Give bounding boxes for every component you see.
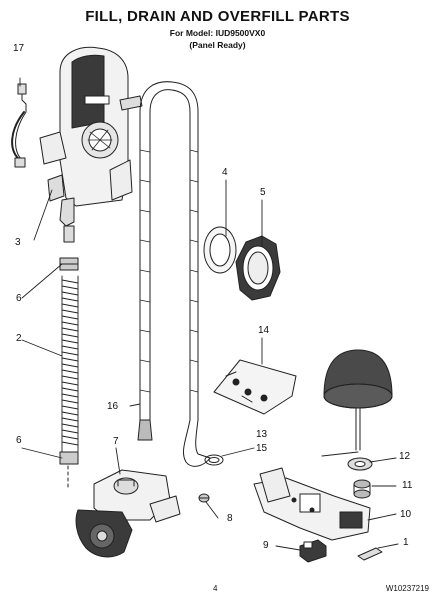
- fill-housing-part-3: [39, 46, 143, 243]
- wire-harness-part-17: [11, 83, 27, 168]
- callout-1: 1: [403, 537, 409, 548]
- screw-part-8: [198, 493, 210, 503]
- hose-clamp-part-15: [204, 454, 224, 466]
- callout-2: 2: [16, 333, 22, 344]
- callout-12: 12: [399, 451, 411, 462]
- valve-part-7: [75, 469, 181, 558]
- leader-lines: [19, 77, 399, 551]
- callout-10: 10: [400, 509, 412, 520]
- clip-part-1: [357, 547, 383, 561]
- gasket-part-4: [203, 226, 237, 274]
- bushing-part-11: [353, 479, 371, 499]
- callout-3: 3: [15, 237, 21, 248]
- callout-17: 17: [13, 43, 25, 54]
- callout-4: 4: [222, 167, 228, 178]
- callout-16: 16: [107, 401, 119, 412]
- long-hose-part-16: [137, 81, 211, 467]
- callout-9: 9: [263, 540, 269, 551]
- cap-part-5: [235, 235, 281, 301]
- page-title: FILL, DRAIN AND OVERFILL PARTS: [85, 8, 350, 25]
- lower-hose-part-2: [59, 257, 79, 491]
- switch-part-9: [299, 539, 327, 563]
- callout-15: 15: [256, 443, 268, 454]
- callout-6-lower: 6: [16, 435, 22, 446]
- callout-8: 8: [227, 513, 233, 524]
- callout-13: 13: [256, 429, 268, 440]
- model-line: For Model: IUD9500VX0: [169, 28, 266, 38]
- page-number: 4: [213, 584, 218, 593]
- callout-6-upper: 6: [16, 293, 22, 304]
- callout-14: 14: [258, 325, 270, 336]
- panel-line: (Panel Ready): [189, 40, 246, 50]
- hardware-bag-part-14: [213, 359, 297, 415]
- callout-7: 7: [113, 436, 119, 447]
- switch-bracket-part-10: [253, 467, 371, 541]
- nut-part-12: [347, 457, 373, 471]
- float-part-13: [323, 349, 393, 451]
- callout-11: 11: [402, 480, 413, 491]
- document-part-number: W10237219: [385, 584, 429, 593]
- callout-5: 5: [260, 187, 266, 198]
